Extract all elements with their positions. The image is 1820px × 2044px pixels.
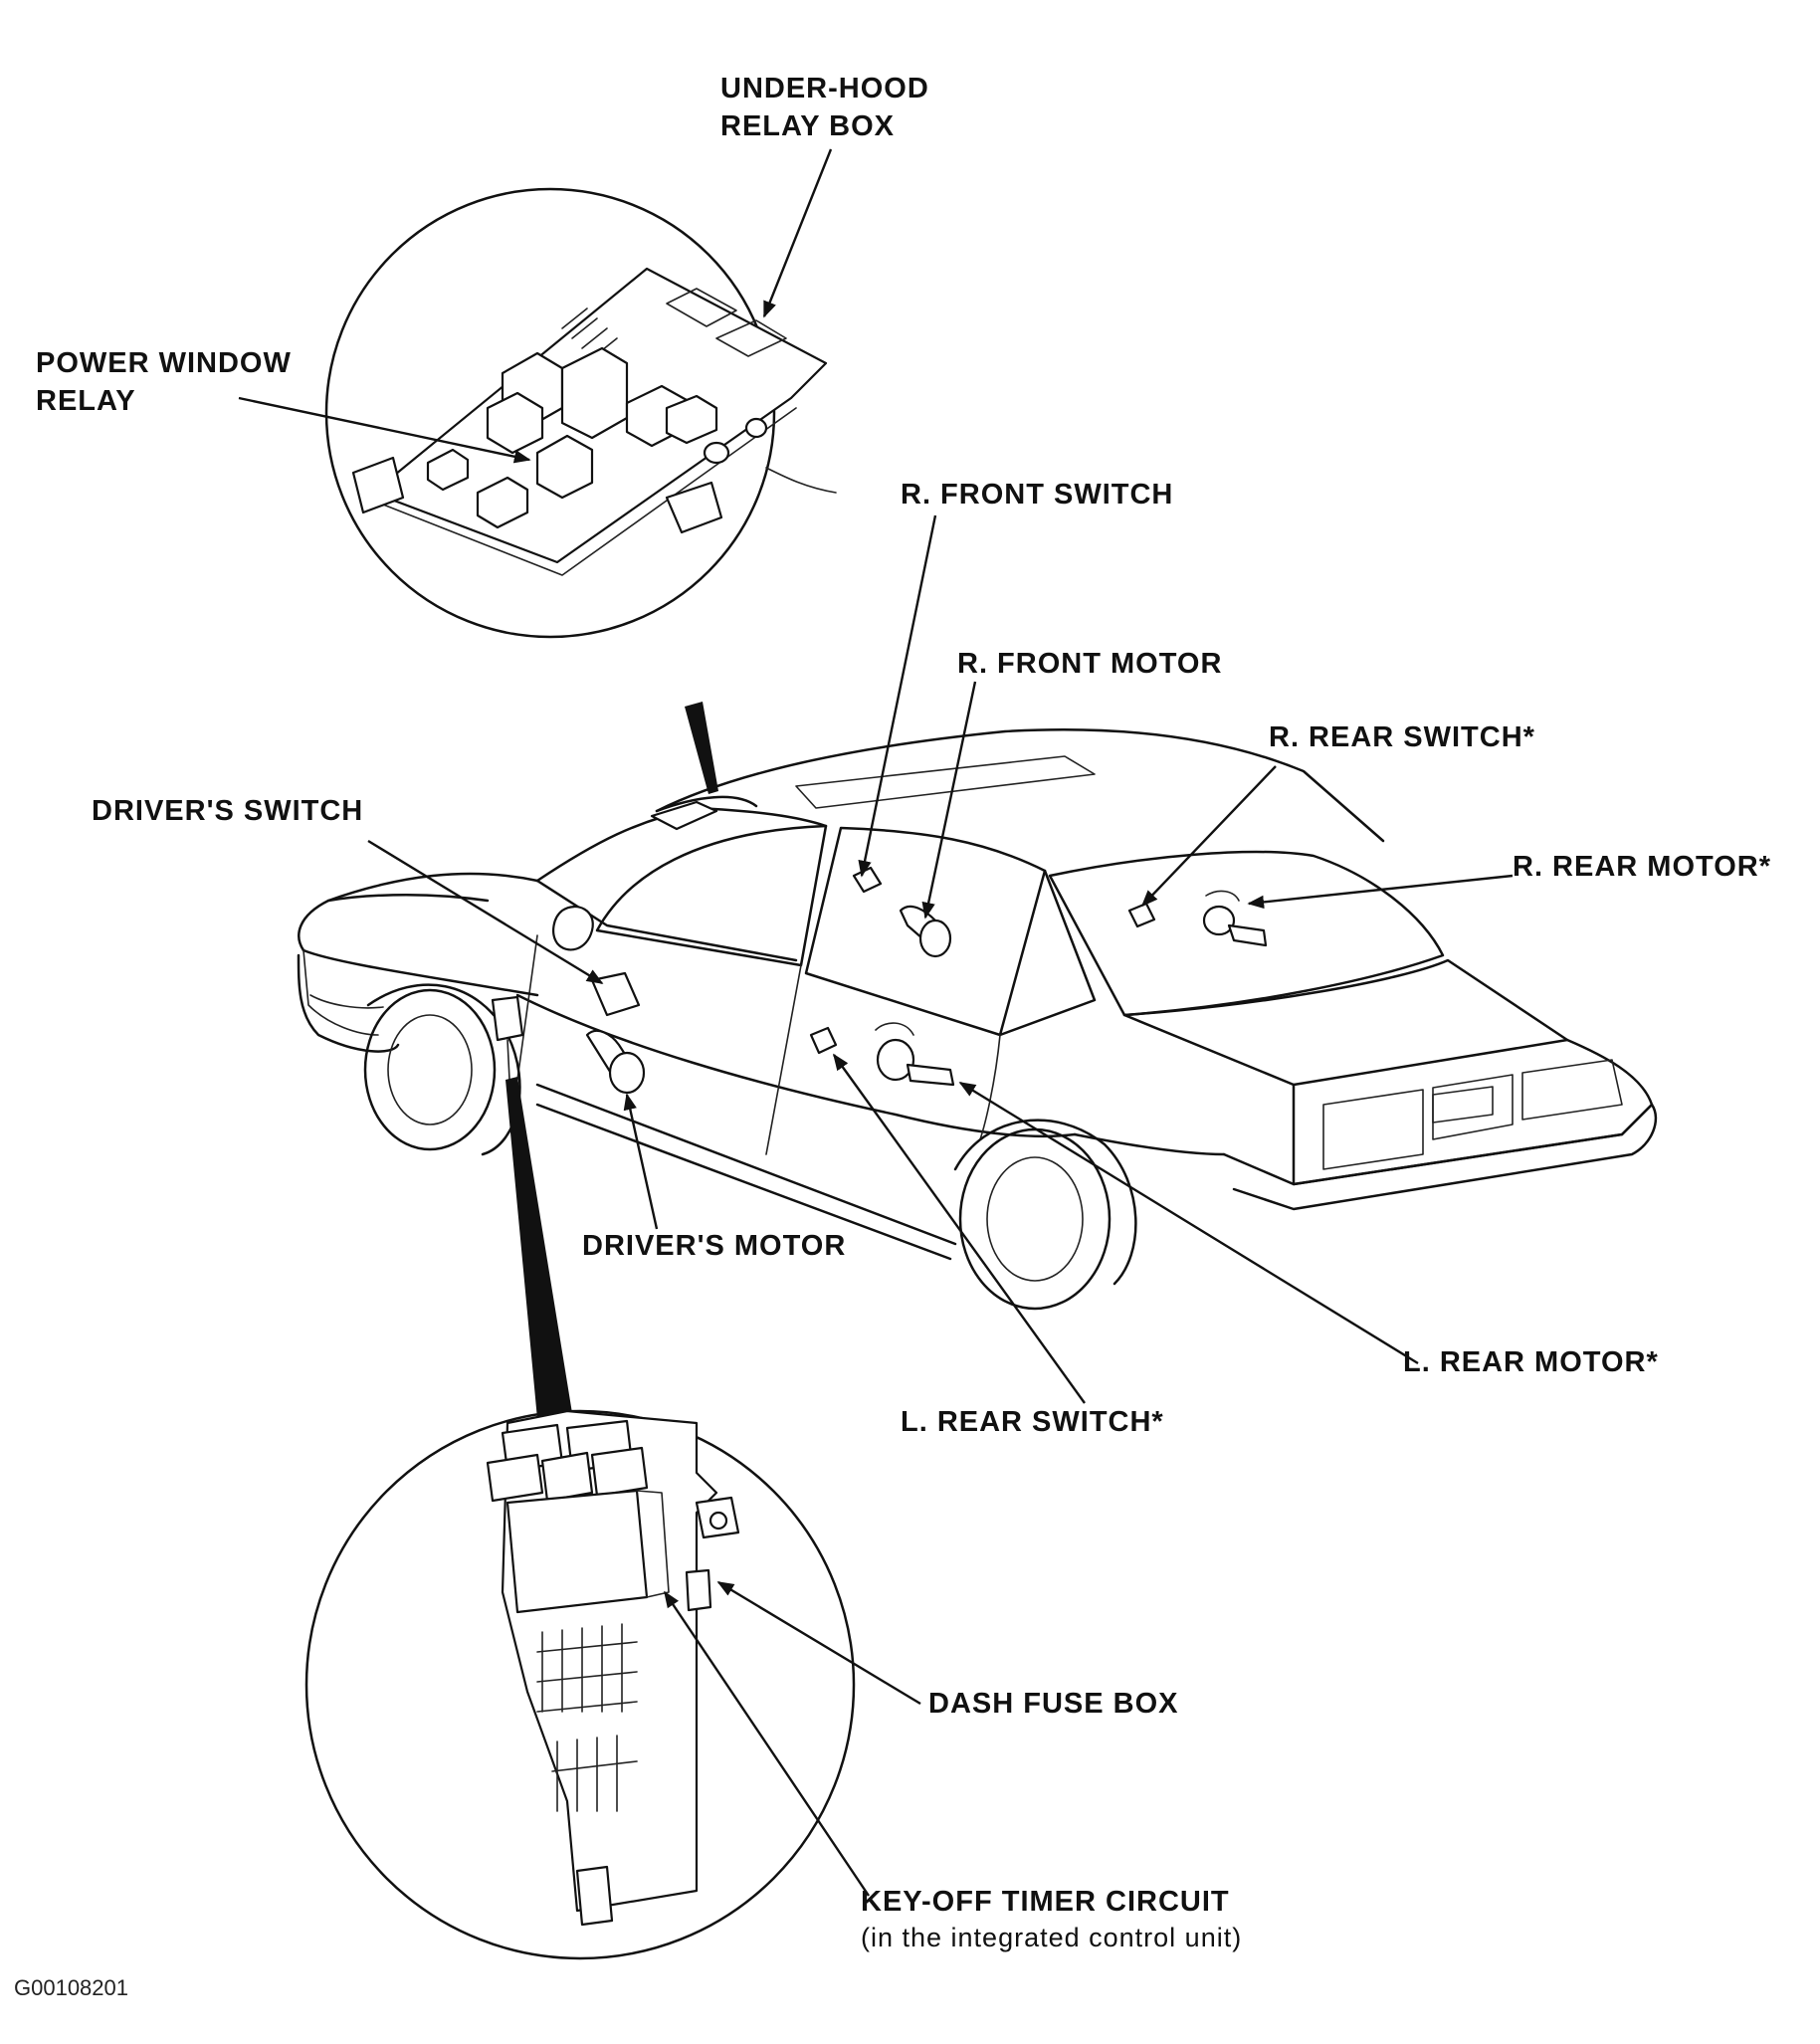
drivers-switch-label: DRIVER'S SWITCH bbox=[92, 795, 364, 827]
l-rear-switch-label: L. REAR SWITCH* bbox=[901, 1406, 1164, 1438]
drivers-motor-label: DRIVER'S MOTOR bbox=[582, 1230, 847, 1262]
upper-magnifier-circle bbox=[324, 187, 776, 639]
key-off-timer-circuit-note: (in the integrated control unit) bbox=[861, 1923, 1243, 1952]
key-off-timer-circuit-leader bbox=[664, 1590, 870, 1897]
r-rear-motor-leader bbox=[1247, 874, 1514, 910]
r-rear-motor-part bbox=[1202, 890, 1268, 947]
drivers-switch-part bbox=[590, 971, 641, 1017]
l-rear-switch-part bbox=[809, 1026, 838, 1055]
r-rear-motor-label: R. REAR MOTOR* bbox=[1513, 851, 1771, 883]
under-hood-relay-box-label-line1: UNDER-HOOD bbox=[720, 73, 929, 104]
drivers-motor-leader bbox=[623, 1093, 659, 1230]
dash-fuse-box-label: DASH FUSE BOX bbox=[928, 1688, 1179, 1720]
figure-code: G00108201 bbox=[14, 1975, 128, 2000]
l-rear-motor-label: L. REAR MOTOR* bbox=[1403, 1346, 1659, 1378]
r-rear-switch-label: R. REAR SWITCH* bbox=[1269, 721, 1535, 753]
drivers-switch-leader bbox=[367, 839, 604, 985]
r-front-motor-part bbox=[899, 905, 952, 958]
drivers-motor-part bbox=[585, 1029, 646, 1095]
l-rear-motor-part bbox=[875, 1022, 955, 1087]
dash-fuse-box-location-part bbox=[491, 995, 524, 1081]
r-front-motor-leader bbox=[921, 681, 977, 920]
key-off-timer-circuit-label: KEY-OFF TIMER CIRCUIT bbox=[861, 1886, 1230, 1918]
r-front-switch-leader bbox=[858, 514, 937, 878]
r-front-switch-label: R. FRONT SWITCH bbox=[901, 479, 1174, 511]
power-window-relay-label: POWER WINDOW RELAY bbox=[36, 344, 292, 420]
r-front-motor-label: R. FRONT MOTOR bbox=[957, 648, 1223, 680]
power-window-relay-label-line1: POWER WINDOW bbox=[36, 347, 292, 379]
dash-fuse-box-leader bbox=[716, 1580, 921, 1706]
power-window-relay-leader bbox=[238, 396, 531, 464]
r-rear-switch-part bbox=[1127, 902, 1156, 928]
l-rear-motor-leader bbox=[958, 1081, 1419, 1365]
under-hood-relay-box-label-line2: RELAY BOX bbox=[720, 110, 895, 142]
power-window-relay-label-line2: RELAY bbox=[36, 385, 136, 417]
r-front-switch-part bbox=[852, 866, 883, 894]
under-hood-relay-box-label: UNDER-HOOD RELAY BOX bbox=[720, 70, 929, 145]
dash-fuse-box-inset bbox=[304, 1077, 856, 1960]
lower-magnifier-circle bbox=[304, 1409, 856, 1960]
under-hood-relay-box-inset bbox=[324, 187, 837, 794]
r-rear-switch-leader bbox=[1140, 765, 1277, 908]
under-hood-relay-box-leader bbox=[762, 148, 833, 318]
leader-lines bbox=[238, 148, 1514, 1897]
l-rear-switch-leader bbox=[833, 1053, 1086, 1404]
car-illustration bbox=[297, 727, 1658, 1311]
